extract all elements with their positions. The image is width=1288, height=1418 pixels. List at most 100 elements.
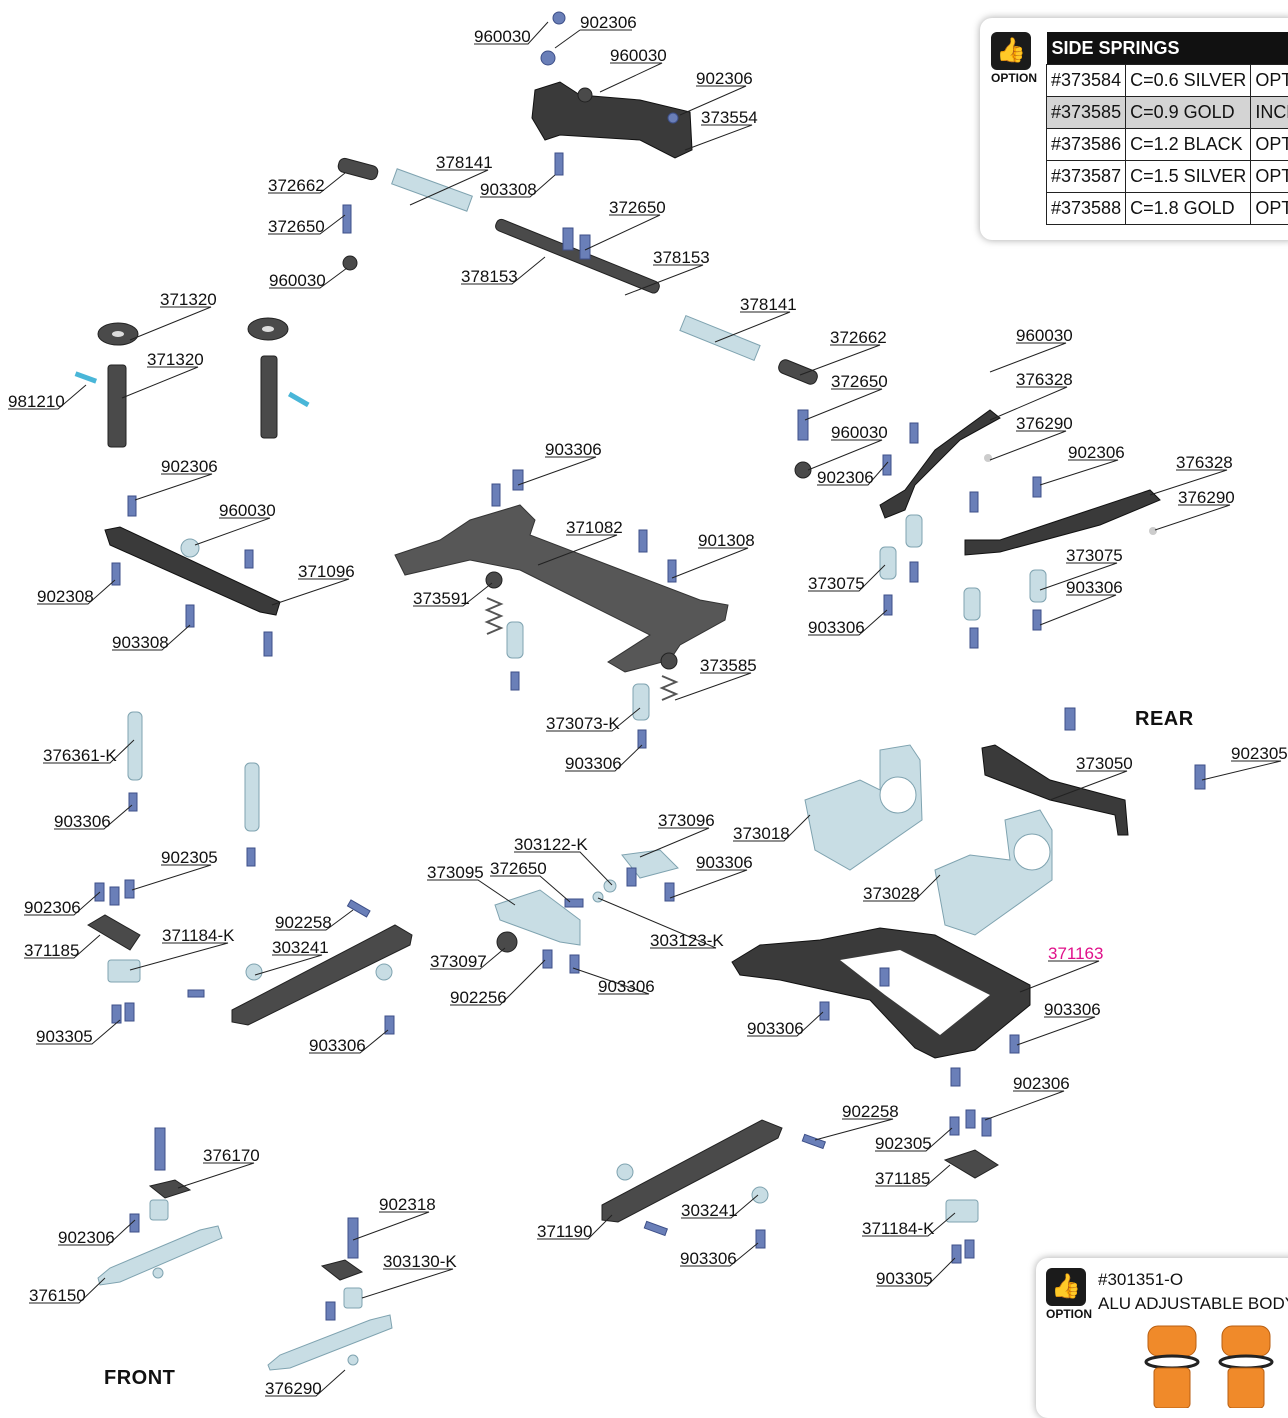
part-label: 903306	[808, 618, 865, 637]
part-label: 376290	[265, 1379, 322, 1398]
part-label: 371320	[147, 350, 204, 369]
part-label: 371096	[298, 562, 355, 581]
part-label: 303123-K	[650, 931, 724, 950]
part-label: 373554	[701, 108, 758, 127]
part-number-cell: #373584	[1047, 65, 1126, 97]
part-label: 981210	[8, 392, 65, 411]
spring-rate-cell: C=1.5 SILVER	[1126, 161, 1251, 193]
side-springs-table: SIDE SPRINGS #373584 C=0.6 SILVER OPTION…	[1046, 32, 1288, 225]
part-label: 902258	[275, 913, 332, 932]
part-label: 378141	[436, 153, 493, 172]
part-label: 376328	[1016, 370, 1073, 389]
part-label: 372650	[609, 198, 666, 217]
option-thumbs-up-icon: 👍 OPTION	[1046, 1268, 1088, 1321]
part-label: 303130-K	[383, 1252, 457, 1271]
orange-body-post	[1220, 1326, 1272, 1408]
part-label: 903306	[680, 1249, 737, 1268]
part-label: 901308	[698, 531, 755, 550]
part-label: 303122-K	[514, 835, 588, 854]
part-label: 376170	[203, 1146, 260, 1165]
table-row: #373588 C=1.8 GOLD OPTION	[1047, 193, 1288, 225]
status-cell: OPTION	[1251, 65, 1288, 97]
table-row: #373585 C=0.9 GOLD INCLUDED	[1047, 97, 1288, 129]
part-label: 902308	[37, 587, 94, 606]
part-label: 902306	[1013, 1074, 1070, 1093]
part-label: 902305	[1231, 744, 1288, 763]
part-label: 378153	[461, 267, 518, 286]
part-label: 960030	[219, 501, 276, 520]
spring-rate-cell: C=1.2 BLACK	[1126, 129, 1251, 161]
part-label: 903305	[876, 1269, 933, 1288]
status-cell: OPTION	[1251, 129, 1288, 161]
part-label: 903306	[54, 812, 111, 831]
part-label: 960030	[1016, 326, 1073, 345]
part-label: 902306	[817, 468, 874, 487]
part-label: 903306	[747, 1019, 804, 1038]
part-label: 373073-K	[546, 714, 620, 733]
thumbs-up-icon: 👍	[1046, 1268, 1086, 1306]
part-label: 376150	[29, 1286, 86, 1305]
part-number-cell: #373586	[1047, 129, 1126, 161]
spring-rate-cell: C=0.9 GOLD	[1126, 97, 1251, 129]
part-label: 903306	[565, 754, 622, 773]
table-row: #373587 C=1.5 SILVER OPTION	[1047, 161, 1288, 193]
body-post-description: ALU ADJUSTABLE BODY POST	[1098, 1294, 1288, 1314]
part-label: 960030	[831, 423, 888, 442]
part-number-cell: #373588	[1047, 193, 1126, 225]
part-label: 371320	[160, 290, 217, 309]
part-label: 373095	[427, 863, 484, 882]
rear-label: REAR	[1135, 708, 1194, 731]
part-label: 376290	[1016, 414, 1073, 433]
part-label: 373591	[413, 589, 470, 608]
part-number-cell: #373587	[1047, 161, 1126, 193]
part-label: 371185	[24, 941, 79, 960]
part-label: 371184-K	[162, 926, 235, 945]
part-label: 902305	[875, 1134, 932, 1153]
part-label: 903306	[1044, 1000, 1101, 1019]
side-springs-option-box: 👍 OPTION SIDE SPRINGS #373584 C=0.6 SILV…	[980, 18, 1288, 240]
part-label: 903308	[480, 180, 537, 199]
part-label: 378141	[740, 295, 797, 314]
part-label: 903306	[598, 977, 655, 996]
body-post-option-box: 👍 OPTION #301351-O ALU ADJUSTABLE BODY P…	[1036, 1258, 1288, 1418]
part-number-cell: #373585	[1047, 97, 1126, 129]
table-row: #373584 C=0.6 SILVER OPTION	[1047, 65, 1288, 97]
part-label: 902258	[842, 1102, 899, 1121]
part-label: 372650	[268, 217, 325, 236]
spring-rate-cell: C=1.8 GOLD	[1126, 193, 1251, 225]
part-label: 903306	[1066, 578, 1123, 597]
body-post-part-number: #301351-O	[1098, 1270, 1183, 1290]
option-thumbs-up-icon: 👍 OPTION	[991, 32, 1033, 85]
table-row: #373586 C=1.2 BLACK OPTION	[1047, 129, 1288, 161]
part-label: 903306	[309, 1036, 366, 1055]
status-cell: OPTION	[1251, 161, 1288, 193]
part-label: 372662	[830, 328, 887, 347]
part-label: 902306	[161, 457, 218, 476]
part-label: 373585	[700, 656, 757, 675]
part-label: 903306	[696, 853, 753, 872]
part-label: 902256	[450, 988, 507, 1007]
part-label: 902306	[1068, 443, 1125, 462]
part-label: 902306	[58, 1228, 115, 1247]
part-label: 376361-K	[43, 746, 117, 765]
part-label: 371082	[566, 518, 623, 537]
part-label: 372662	[268, 176, 325, 195]
part-label: 902306	[696, 69, 753, 88]
part-label: 372650	[490, 859, 547, 878]
side-springs-title: SIDE SPRINGS	[1047, 32, 1288, 65]
part-label: 373028	[863, 884, 920, 903]
part-label: 376290	[1178, 488, 1235, 507]
part-label: 902318	[379, 1195, 436, 1214]
part-label: 903308	[112, 633, 169, 652]
part-label: 903306	[545, 440, 602, 459]
part-label: 960030	[474, 27, 531, 46]
part-label: 378153	[653, 248, 710, 267]
part-label: 902306	[580, 13, 637, 32]
body-post-illustration	[1126, 1318, 1288, 1408]
part-label: 376328	[1176, 453, 1233, 472]
option-label: OPTION	[1046, 1307, 1088, 1321]
thumbs-up-icon: 👍	[991, 32, 1031, 70]
front-label: FRONT	[104, 1367, 175, 1390]
part-label: 372650	[831, 372, 888, 391]
part-label: 371190	[537, 1222, 592, 1241]
